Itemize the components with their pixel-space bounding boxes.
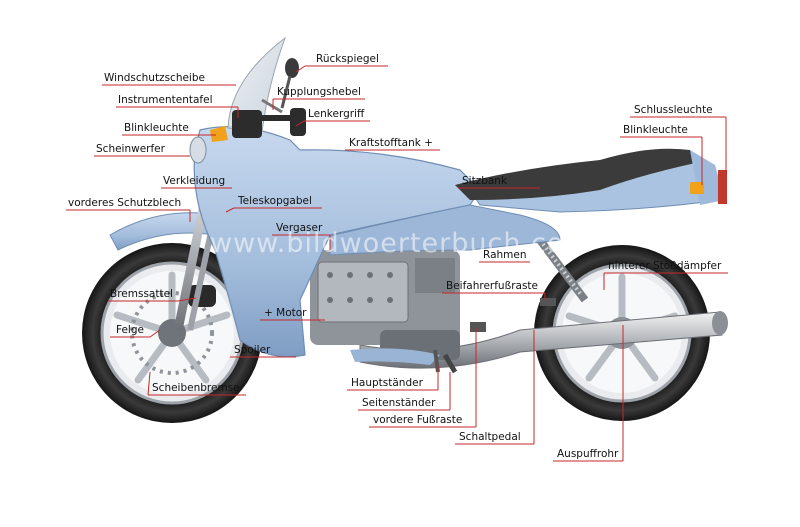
seat [455, 148, 700, 200]
label-beifahrerfussraste: Beifahrerfußraste [446, 280, 538, 292]
label-lenkergriff: Lenkergriff [308, 108, 365, 120]
leader-pointer-teleskopgabel [225, 207, 235, 213]
leader-lines [66, 65, 728, 462]
label-instrumententafel: Instrumententafel [118, 94, 213, 106]
label-kupplungshebel: Kupplungshebel [277, 86, 361, 98]
label-scheinwerfer: Scheinwerfer [96, 143, 165, 155]
label-verkleidung: Verkleidung [163, 175, 226, 187]
label-windschutzscheibe: Windschutzscheibe [104, 72, 205, 84]
windshield [227, 36, 287, 133]
label-vordere-fussraste: vordere Fußraste [373, 414, 463, 426]
label-motor: + Motor [264, 307, 307, 319]
label-schlussleuchte: Schlussleuchte [634, 104, 713, 116]
leader-pointer-felge [149, 329, 161, 338]
label-bremssattel: Bremssattel [110, 288, 173, 300]
label-felge: Felge [116, 324, 144, 336]
label-auspuffrohr: Auspuffrohr [557, 448, 619, 460]
leader-pointer-rueckspiegel [295, 65, 306, 73]
leader-pointer-scheibenbremse [147, 371, 151, 396]
label-spoiler: Spoiler [234, 344, 271, 356]
label-hinterer-stossdaempfer: hinterer Stoßdämpfer [608, 260, 722, 272]
leader-pointer-bremssattel [177, 297, 197, 302]
label-rueckspiegel: Rückspiegel [316, 53, 379, 65]
leader-pointer-lenkergriff [295, 120, 305, 127]
label-hauptstaender: Hauptständer [351, 377, 423, 389]
rear-shock [536, 237, 589, 303]
label-scheibenbremse: Scheibenbremse [152, 382, 240, 394]
label-teleskopgabel: Teleskopgabel [238, 195, 312, 207]
front-wheel [82, 243, 262, 423]
label-vergaser: Vergaser [276, 222, 323, 234]
watermark: www.bildwoerterbuch.com [210, 228, 592, 259]
label-schaltpedal: Schaltpedal [459, 431, 521, 443]
label-blinkleuchte-front: Blinkleuchte [124, 122, 189, 134]
label-blinkleuchte-rear: Blinkleuchte [623, 124, 688, 136]
label-kraftstofftank: Kraftstofftank + [349, 137, 433, 149]
label-sitzbank: Sitzbank [462, 175, 508, 187]
label-vorderes-schutzblech: vorderes Schutzblech [68, 197, 182, 209]
label-rahmen: Rahmen [483, 249, 527, 261]
label-seitenstaender: Seitenständer [362, 397, 436, 409]
engine [310, 250, 460, 360]
